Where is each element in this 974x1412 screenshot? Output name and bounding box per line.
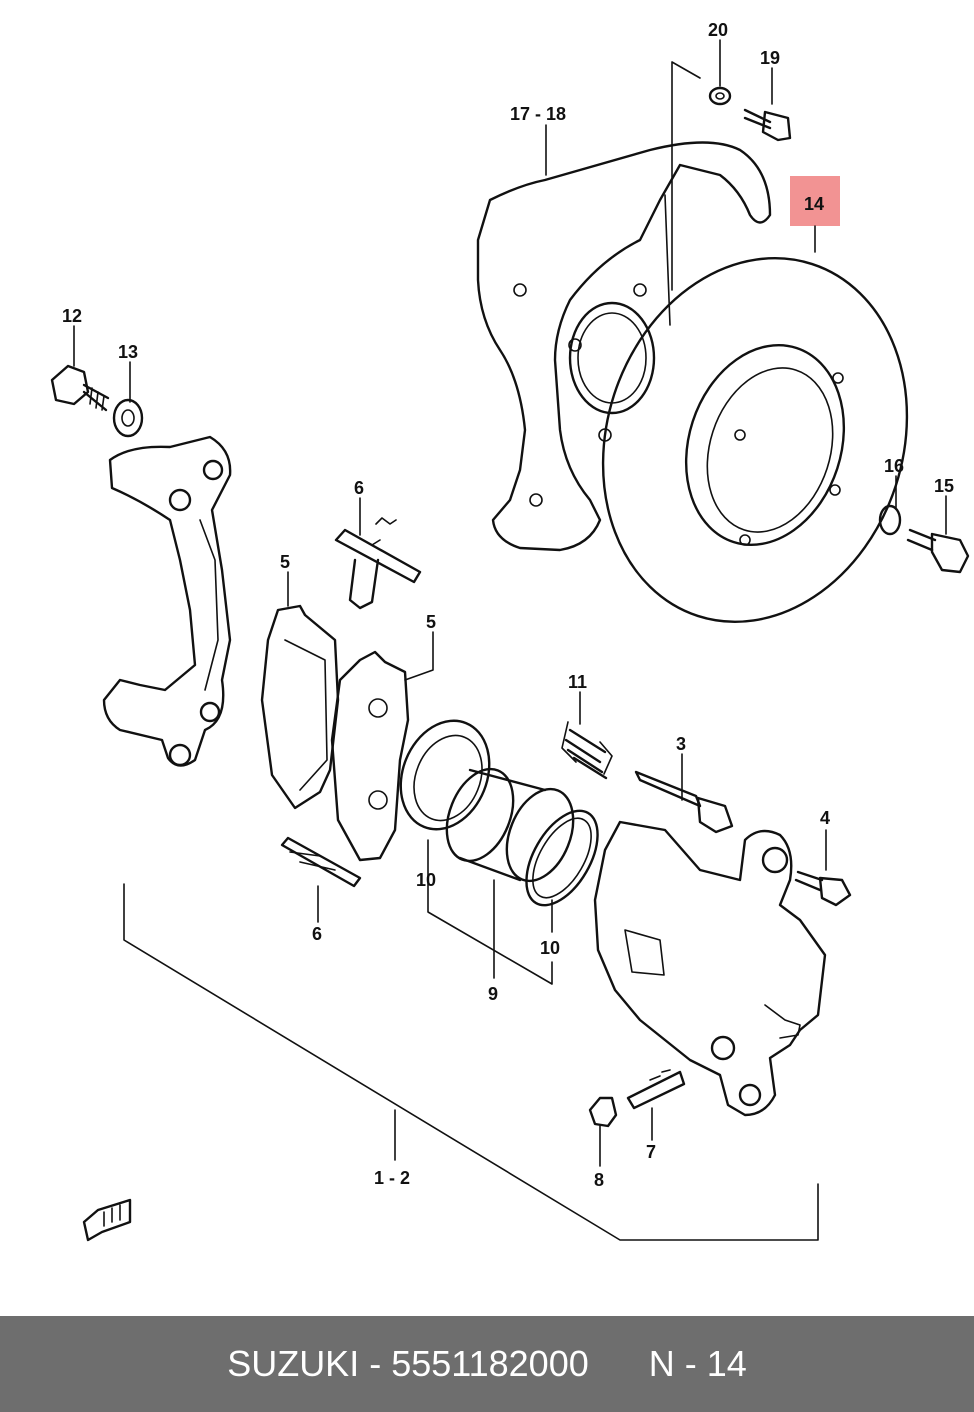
footer-gap [589,1343,649,1385]
bolt-12 [50,364,110,412]
bolt-3 [634,770,734,834]
caliper-carrier [102,435,232,767]
callout-5-left: 5 [280,552,290,572]
callout-15: 15 [934,476,954,496]
callout-19: 19 [760,48,780,68]
brake-assembly-diagram: 20 19 17 - 18 14 12 13 6 5 5 16 15 11 3 … [50,20,970,1242]
bolt-19 [743,108,792,142]
highlight-box-14 [790,176,840,226]
callout-20: 20 [708,20,728,40]
washer-13 [112,398,144,438]
seal-10-large [399,719,491,831]
bleeder-7 [626,1069,686,1110]
callout-11: 11 [568,672,587,692]
brake-pad-right [330,650,410,862]
callout-6-top: 6 [354,478,364,498]
callout-7: 7 [646,1142,656,1162]
washer-16 [878,504,902,536]
callout-3: 3 [676,734,686,754]
diagram-ref: N - 14 [648,1343,747,1384]
brand-separator: - [359,1343,392,1384]
brake-pad-left [260,604,340,810]
dust-shield [476,141,772,552]
bolt-4 [794,870,852,907]
callout-14: 14 [804,194,824,214]
callouts: 20 19 17 - 18 14 12 13 6 5 5 16 15 11 3 … [62,20,954,1190]
part-number: 5551182000 [391,1343,589,1384]
piston-9 [445,767,575,883]
callout-6-bottom: 6 [312,924,322,944]
caliper-body [593,820,827,1117]
clip-6-bottom [280,836,362,888]
callout-13: 13 [118,342,138,362]
brand-label: SUZUKI [227,1343,360,1384]
callout-9: 9 [488,984,498,1004]
leader-lines [73,39,947,1241]
callout-5-right: 5 [426,612,436,632]
callout-4: 4 [820,808,830,828]
callout-10-left: 10 [416,870,436,890]
brake-disc [601,257,909,623]
callout-8: 8 [594,1170,604,1190]
footer-bar: SUZUKI - 5551182000 N - 14 [0,1316,974,1412]
clip-6-top [334,517,422,610]
nut-20 [708,86,732,106]
spring-11 [561,721,613,780]
callout-10-right: 10 [540,938,560,958]
seal-10-ring [525,809,599,907]
callout-12: 12 [62,306,82,326]
front-arrow-icon [82,1198,132,1242]
bolt-15 [906,528,970,574]
callout-16: 16 [884,456,904,476]
callout-17-18: 17 - 18 [510,104,566,124]
cap-8 [588,1096,618,1128]
callout-1-2: 1 - 2 [374,1168,410,1188]
